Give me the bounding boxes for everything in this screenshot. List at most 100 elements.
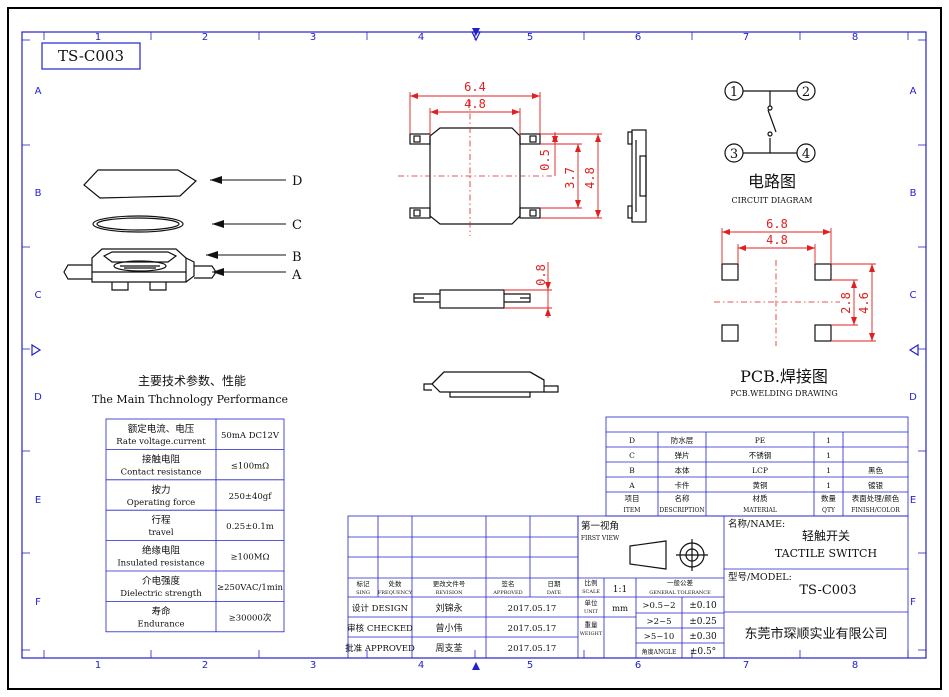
dim-width-inner: 4.8: [464, 97, 486, 111]
signature-role: 批准 APPROVED: [345, 643, 415, 654]
dim-gap: 0.5: [538, 149, 552, 171]
part-name-en: TACTILE SWITCH: [775, 547, 877, 560]
dim-side-height: 0.8: [534, 264, 548, 286]
row-marker-left: E: [35, 495, 41, 506]
isometric-view: [423, 371, 559, 398]
part-name-cn: 轻触开关: [802, 529, 850, 543]
column-marker-top: 8: [852, 32, 858, 43]
spec-name-en: travel: [148, 528, 173, 538]
tolerance-value: ±0.5°: [690, 647, 716, 657]
spec-value: ≤100mΩ: [231, 461, 269, 471]
circuit-node-3: 3: [730, 147, 738, 162]
signature-date: 2017.05.17: [508, 604, 557, 614]
top-view: [398, 92, 602, 236]
pcb-dim-width-outer: 6.8: [766, 217, 788, 231]
weight-label-cn: 重量: [585, 621, 599, 629]
column-marker-bottom: 6: [635, 660, 641, 671]
tolerance-range: >2~5: [646, 617, 671, 627]
part-label-a: A: [291, 268, 302, 283]
tolerance-row: >2~5±0.25: [646, 617, 717, 627]
circuit-title-en: CIRCUIT DIAGRAM: [732, 196, 813, 205]
specs-title-en: The Main Thchnology Performance: [92, 393, 288, 406]
signature-role: 设计 DESIGN: [352, 603, 409, 614]
spec-name-cn: 行程: [151, 514, 171, 526]
unit-label-cn: 单位: [585, 598, 599, 607]
row-marker-right: F: [910, 597, 916, 608]
pcb-welding-drawing: [714, 228, 876, 346]
column-marker-top: 4: [418, 32, 424, 43]
tolerance-range: 角度ANGLE: [642, 648, 677, 656]
first-view-en: FIRST VIEW: [581, 535, 620, 542]
tolerance-value: ±0.10: [689, 601, 717, 611]
bom-material: PE: [755, 436, 766, 445]
bom-header-cn: 材质: [753, 493, 768, 503]
drawing-number: TS-C003: [58, 47, 124, 65]
spec-name-en: Dielectric strength: [120, 589, 202, 599]
row-marker-left: B: [35, 188, 42, 199]
spec-name-cn: 接触电阻: [142, 453, 181, 465]
part-label-d: D: [292, 174, 302, 189]
tolerance-range: >0.5~2: [642, 601, 675, 611]
side-view-right: [627, 129, 647, 223]
outer-frame: [7, 7, 942, 690]
unit-value: mm: [612, 604, 628, 614]
bom-qty: 1: [826, 451, 831, 460]
tolerance-row: >5~10±0.30: [644, 632, 717, 642]
bom-description: 防水层: [671, 435, 694, 445]
spec-value: ≥30000次: [229, 612, 272, 623]
bom-header-en: FINISH/COLOR: [851, 507, 900, 514]
weight-label-en: WEIGHT: [580, 631, 603, 637]
scale-value: 1:1: [613, 585, 627, 595]
revision-header-en: APPROVED: [492, 590, 522, 596]
model-value: TS-C003: [799, 583, 856, 598]
revision-header-cn: 标记: [357, 579, 371, 588]
row-marker-right: B: [910, 188, 917, 199]
bom-description: 弹片: [675, 450, 690, 460]
column-marker-bottom: 3: [310, 660, 316, 671]
bom-header-cn: 数量: [821, 493, 836, 503]
signature-name: 曾小伟: [435, 622, 462, 634]
spec-value: ≥100MΩ: [230, 553, 269, 563]
scale-label-cn: 比例: [585, 578, 598, 587]
bom-material: LCP: [752, 466, 768, 475]
spec-name-cn: 额定电流、电压: [128, 423, 195, 435]
column-marker-bottom: 2: [202, 660, 208, 671]
bom-finish: 黑色: [868, 465, 883, 475]
revision-header-cn: 签名: [502, 579, 515, 588]
row-marker-right: E: [910, 495, 916, 506]
revision-header-cn: 更改文件号: [433, 579, 466, 588]
column-marker-bottom: 5: [527, 660, 533, 671]
column-marker-top: 5: [527, 32, 533, 43]
bom-header-en: QTY: [822, 507, 836, 514]
first-view-cn: 第一视角: [581, 520, 619, 532]
tolerance-label-en: GENERAL TOLERANCE: [649, 590, 711, 596]
dim-body-height: 3.7: [563, 167, 577, 189]
company-name: 东莞市琛顺实业有限公司: [744, 626, 887, 642]
bom-qty: 1: [826, 466, 831, 475]
spec-name-cn: 寿命: [151, 605, 171, 617]
pcb-title-cn: PCB.焊接图: [740, 367, 828, 386]
first-angle-symbol: [629, 539, 708, 571]
bom-material: 黄铜: [753, 480, 768, 490]
row-marker-right: A: [910, 86, 917, 97]
bom-material: 不锈钢: [749, 450, 772, 460]
circuit-node-2: 2: [802, 85, 810, 100]
bom-item: D: [629, 436, 635, 445]
bom-finish: 镀银: [868, 480, 883, 490]
revision-header-en: REVISION: [436, 590, 464, 596]
pcb-title-en: PCB.WELDING DRAWING: [730, 389, 837, 398]
spec-name-en: Insulated resistance: [117, 559, 204, 569]
front-view: [413, 262, 552, 318]
tolerance-row: 角度ANGLE ±0.5°: [642, 647, 717, 657]
circuit-title-cn: 电路图: [748, 172, 796, 191]
